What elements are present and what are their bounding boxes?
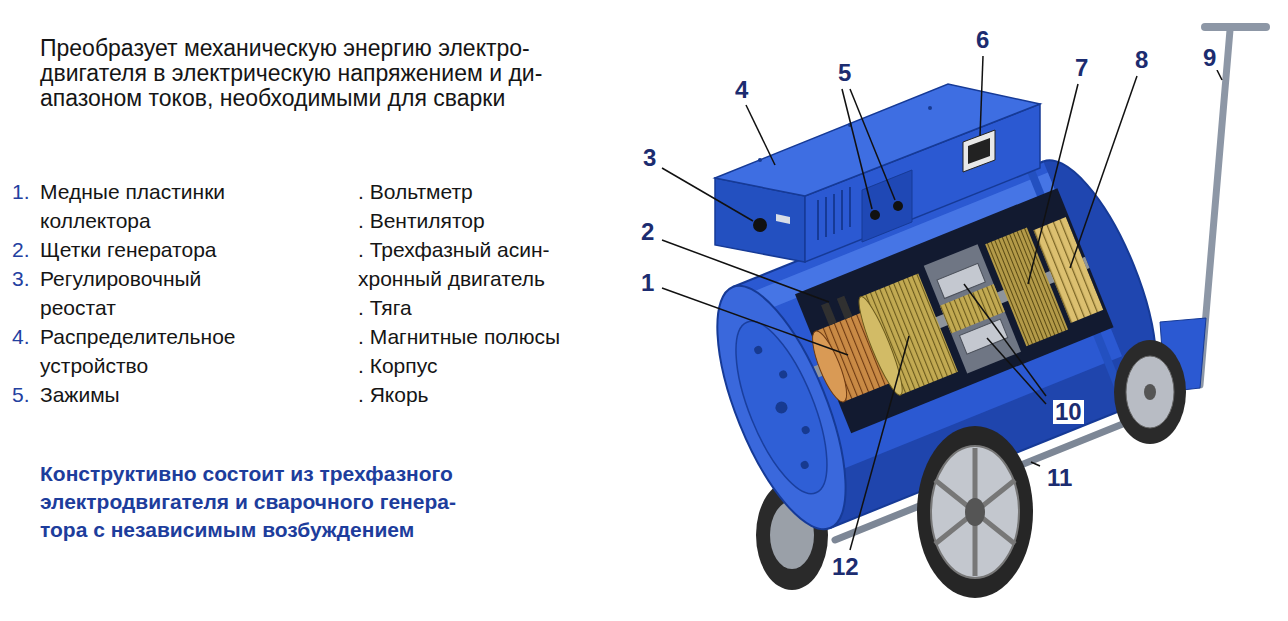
tire	[917, 426, 1033, 598]
callout-number: 12	[830, 555, 861, 579]
callout-number: 6	[974, 28, 991, 52]
list-number: 5.	[12, 380, 30, 409]
leader-line	[987, 338, 1046, 404]
end-face-ring	[717, 310, 845, 505]
part-name: . Магнитные полюсы	[358, 322, 598, 351]
spoke	[935, 480, 1015, 544]
list-number: 1.	[12, 177, 30, 206]
part-name: Регулировочный реостат	[40, 264, 265, 322]
towbar-grip	[1205, 23, 1266, 31]
fan	[1033, 217, 1103, 323]
part-name: . Тяга	[358, 293, 598, 322]
leader-lines	[662, 56, 1222, 550]
vent-slot	[825, 197, 827, 237]
part-name: . Трехфазный асин- хронный двигатель	[358, 235, 598, 293]
front-wheel	[917, 426, 1033, 598]
voltmeter	[963, 130, 995, 172]
list-number: 2.	[12, 235, 30, 264]
part-name: . Якорь	[358, 380, 598, 409]
leader-line	[850, 89, 895, 200]
callout-number: 9	[1201, 46, 1218, 70]
description-text: Преобразует механическую энергию электро…	[40, 36, 600, 111]
bolt	[800, 425, 810, 435]
towbar	[1160, 27, 1266, 392]
part-name: . Вольтметр	[358, 177, 598, 206]
leader-line	[662, 168, 753, 221]
voltmeter-face	[968, 138, 990, 164]
bolt	[753, 345, 763, 355]
callout-number: 11	[1045, 466, 1074, 490]
vent-slot	[849, 187, 851, 227]
vent-slot	[817, 200, 819, 240]
leader-line	[1031, 462, 1040, 466]
rear-right-wheel	[1114, 340, 1186, 444]
rim	[1126, 356, 1174, 428]
list-number: 4.	[12, 322, 30, 351]
hub-cap	[774, 400, 790, 416]
pole-shoe	[959, 319, 1007, 354]
leader-line	[980, 56, 983, 136]
leader-line	[850, 336, 909, 550]
bolt	[778, 369, 788, 379]
rivet	[758, 158, 762, 162]
side-window	[776, 214, 790, 224]
part-name: Щетки генератора	[40, 235, 265, 264]
tire	[1114, 340, 1186, 444]
callout-number: 5	[836, 61, 853, 85]
bolt	[799, 460, 809, 470]
cutaway-opening	[795, 188, 1114, 433]
leader-line	[746, 105, 775, 165]
brush	[837, 296, 853, 319]
callout-number: 7	[1073, 56, 1090, 80]
terminal	[870, 210, 880, 220]
rheostat-knob	[753, 218, 767, 232]
leader-line	[1028, 84, 1078, 284]
callout-number: 3	[641, 146, 658, 170]
part-name: . Вентилятор	[358, 206, 598, 235]
caption-text: Конструктивно состоит из трехфазного эле…	[40, 460, 495, 544]
spoke	[935, 480, 1015, 544]
part-name: Медные пластинки коллектора	[40, 177, 265, 235]
hub	[965, 498, 985, 526]
rivet	[928, 106, 932, 110]
vent-slot	[841, 190, 843, 230]
rim	[931, 446, 1019, 578]
list-number: 3.	[12, 264, 30, 293]
distribution-box	[715, 84, 1040, 262]
brush	[821, 302, 837, 325]
hub	[1144, 384, 1156, 400]
part-name: . Корпус	[358, 351, 598, 380]
part-name: Зажимы	[40, 380, 265, 409]
callout-number: 10	[1053, 400, 1084, 424]
callout-number: 8	[1133, 48, 1150, 72]
box-top	[715, 84, 1040, 196]
leader-line	[1070, 76, 1137, 268]
callout-number: 1	[639, 271, 656, 295]
housing-end-face	[691, 270, 872, 545]
pole-shoe	[937, 263, 985, 298]
armature-end	[852, 293, 908, 398]
leader-line	[662, 240, 829, 302]
leader-line	[964, 284, 1046, 396]
part-name: Распределительное устройство	[40, 322, 265, 380]
leader-line	[1217, 70, 1222, 80]
vent-slot	[833, 194, 835, 234]
callout-number: 2	[639, 220, 656, 244]
callout-number: 4	[733, 78, 750, 102]
terminal	[893, 201, 903, 211]
